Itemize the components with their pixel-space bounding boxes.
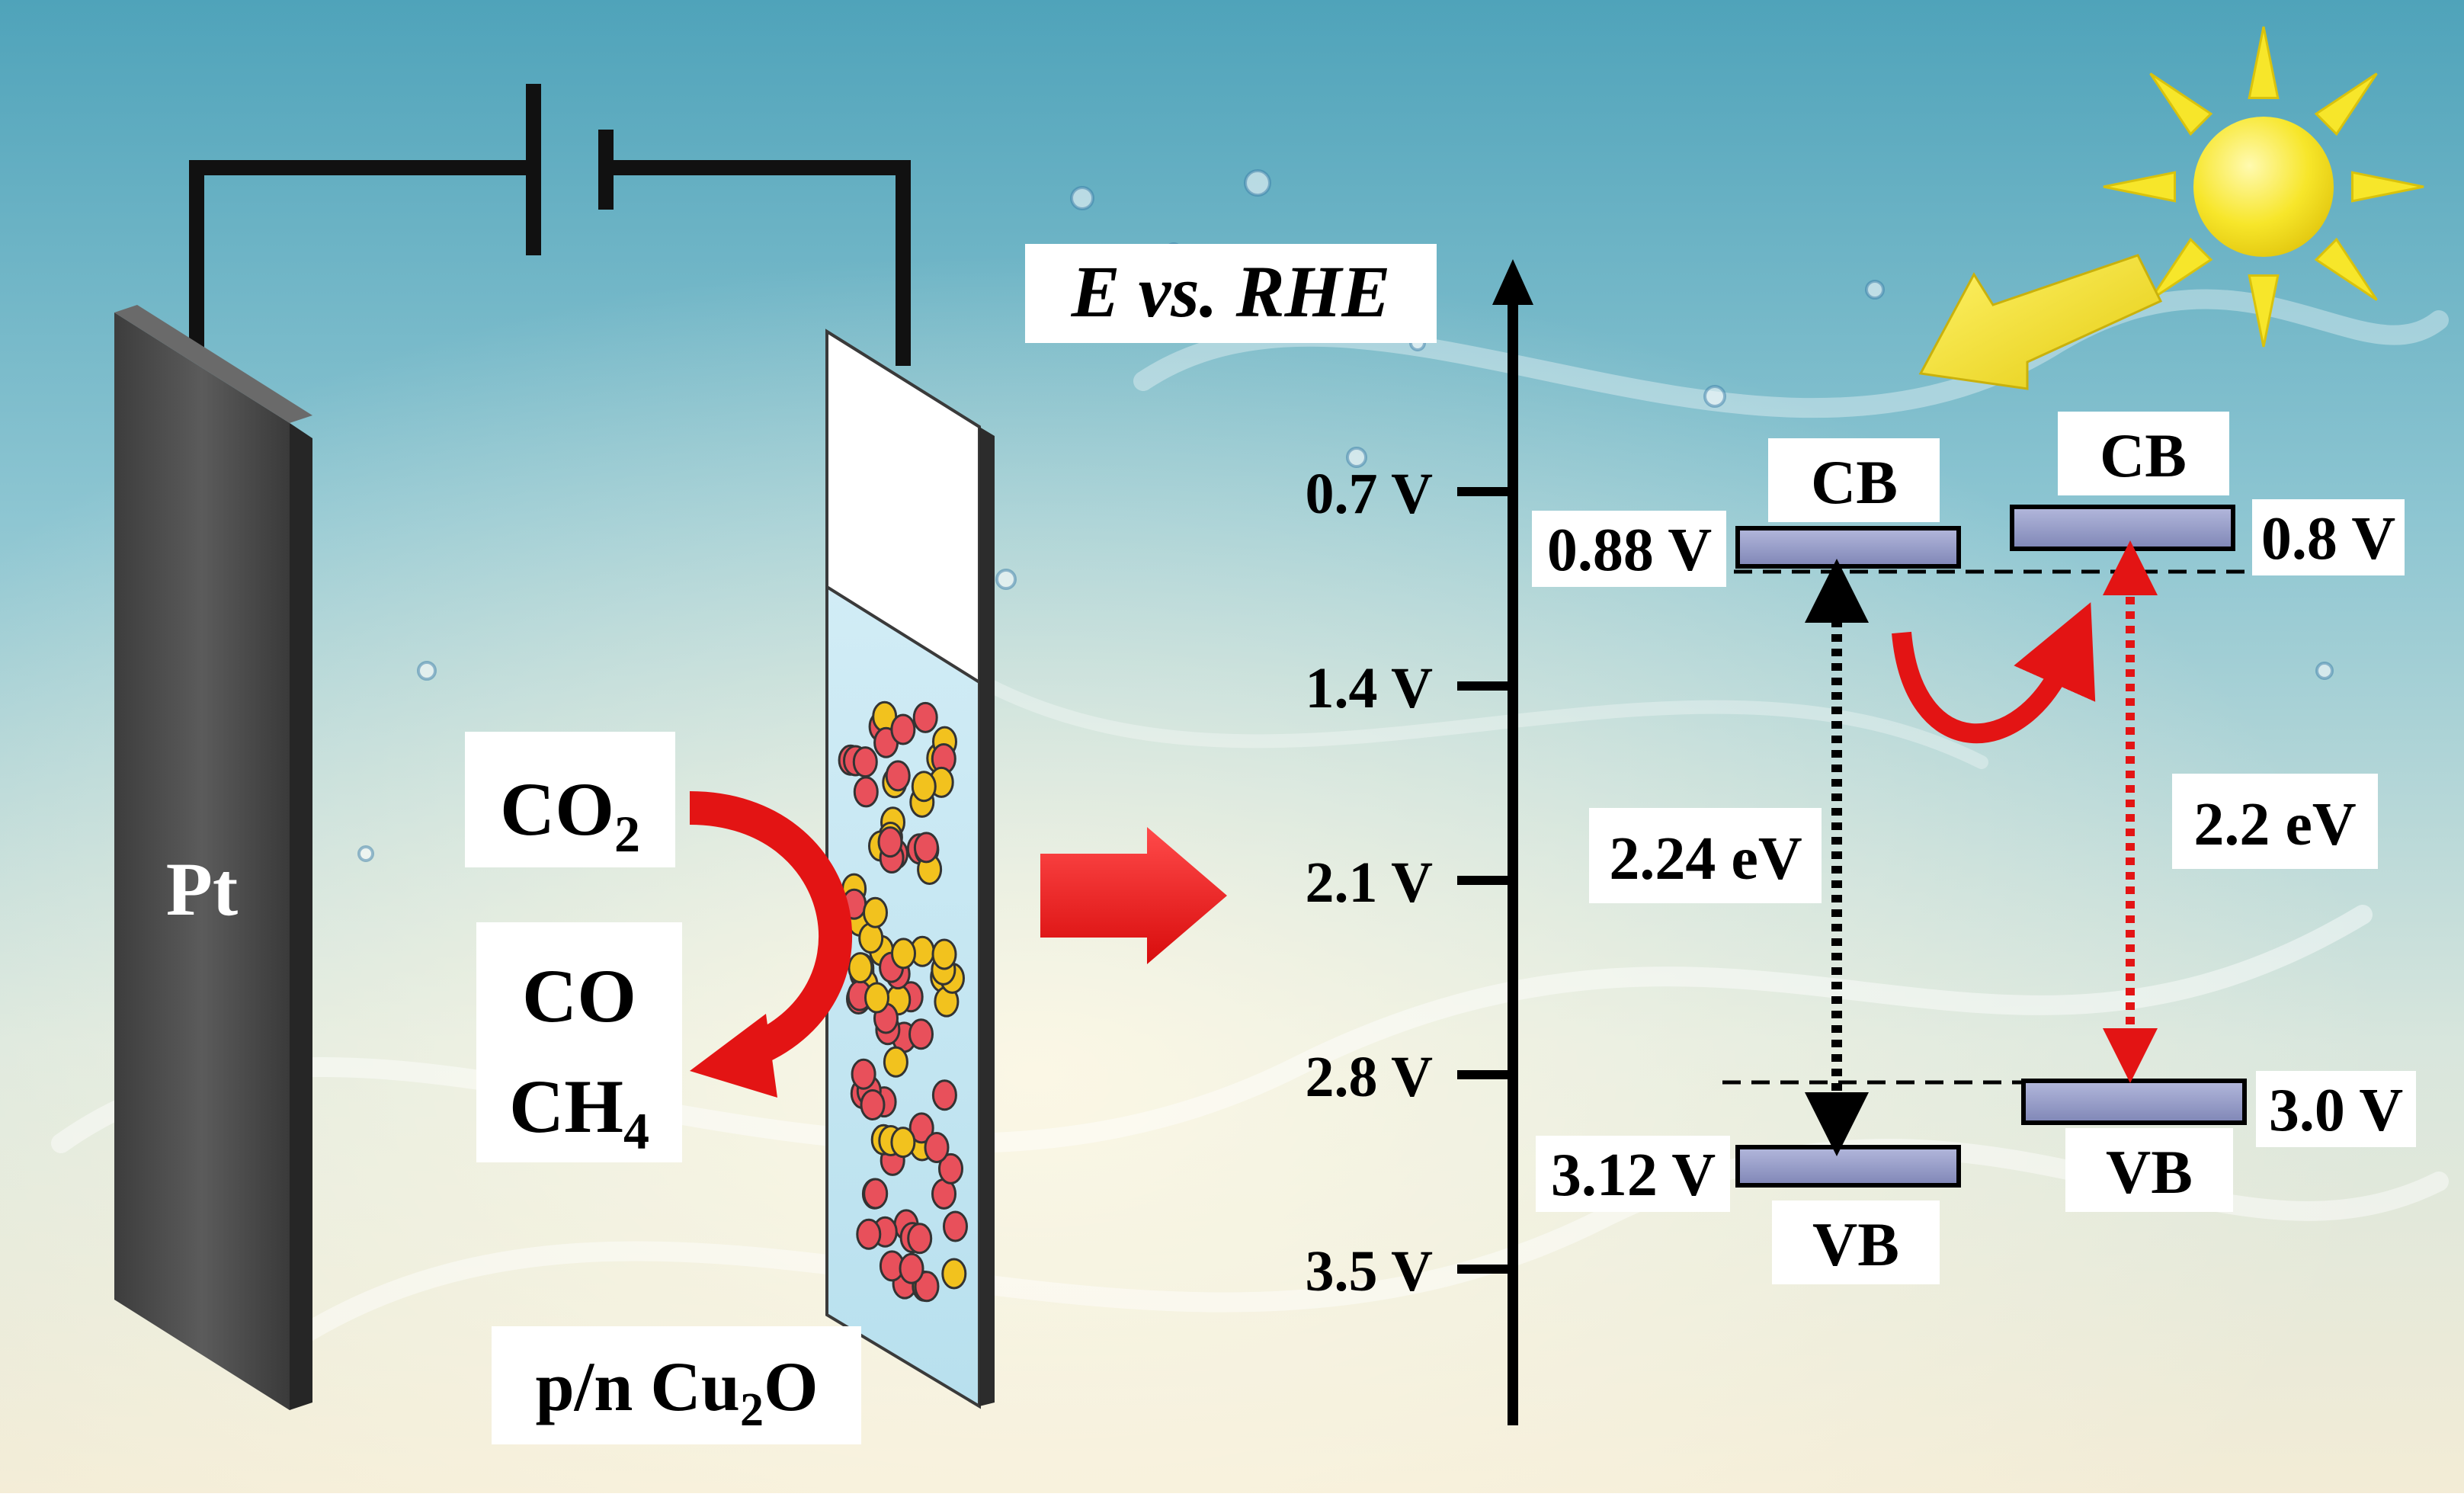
cu2o-particle [863, 1178, 889, 1210]
right-cb-band [2010, 505, 2235, 551]
cu2o-particle [885, 760, 911, 792]
cu2o-particle [943, 1210, 968, 1242]
right-vb-band [2021, 1079, 2247, 1125]
cu2o-particle [914, 1271, 940, 1303]
cu2o-particle [913, 832, 939, 864]
cu2o-particle [863, 896, 888, 928]
cu2o-particle [852, 746, 878, 778]
right-cb-label-box [2058, 412, 2229, 495]
axis-tick-label: 2.1 V [1305, 851, 1433, 915]
right-vb-label-box [2065, 1128, 2233, 1212]
left-gap-box [1589, 808, 1822, 903]
working-electrode-box [492, 1326, 861, 1444]
axis-tick-label: 1.4 V [1305, 656, 1433, 720]
right-vb-label: VB [2106, 1137, 2193, 1207]
axis-ticks: 0.7 V 1.4 V 2.1 V 2.8 V 3.5 V [1305, 462, 1513, 1303]
cu2o-particle [911, 771, 937, 803]
cu2o-particle [908, 1112, 934, 1144]
cu2o-particle [890, 713, 916, 745]
reactant-label: CO2 [500, 767, 640, 863]
axis-tick-label: 0.7 V [1305, 462, 1433, 526]
left-vb-value-box [1536, 1136, 1730, 1212]
cu2o-particle [860, 1089, 886, 1120]
axis-arrowhead [1492, 259, 1533, 305]
cu2o-particle [938, 1152, 963, 1184]
sun-ray [2103, 171, 2176, 203]
light-arrow-icon [1918, 254, 2163, 390]
left-vb-label: VB [1812, 1210, 1899, 1279]
products-box [476, 922, 682, 1162]
electron-transfer-arrow-icon [1892, 602, 2096, 744]
cu2o-particle [877, 826, 903, 858]
sun-ray [2149, 72, 2213, 136]
cu2o-particle [864, 982, 889, 1014]
axis-title: E vs. RHE [1071, 251, 1391, 332]
left-cb-label: CB [1811, 447, 1898, 517]
battery-icon [526, 84, 614, 255]
product-label-ch4: CH4 [509, 1064, 649, 1160]
right-cb-label: CB [2100, 421, 2187, 490]
sun-ray [2314, 237, 2378, 301]
cu2o-particle [848, 952, 873, 984]
cu2o-particle [856, 1218, 882, 1250]
right-vb-value-box [2256, 1071, 2416, 1147]
axis-title-box [1025, 244, 1437, 343]
cu2o-particle [890, 1127, 916, 1159]
left-cb-value-box [1532, 511, 1726, 587]
cu2o-particle [858, 922, 884, 954]
sun-ray [2314, 72, 2378, 136]
working-electrode-label: p/n Cu2O [535, 1348, 818, 1436]
cu2o-particle [908, 1018, 934, 1050]
cu2o-particle [931, 938, 957, 970]
cu2o-particle [883, 1046, 908, 1078]
cu2o-particle [899, 1252, 924, 1284]
cu2o-particle [924, 1132, 950, 1163]
circuit-wire [189, 160, 911, 366]
axis-tick-label: 3.5 V [1305, 1239, 1433, 1303]
cu2o-particle [853, 776, 879, 808]
cu2o-particle [851, 1058, 876, 1090]
left-cb-band [1735, 526, 1961, 569]
cu2o-particle [912, 701, 938, 733]
left-vb-label-box [1772, 1200, 1940, 1284]
right-gap-label: 2.2 eV [2193, 791, 2356, 858]
pt-electrode [114, 305, 312, 1410]
sun-icon [2103, 26, 2424, 348]
sun-ray [2248, 26, 2280, 99]
cu2o-particle [891, 938, 916, 970]
cu2o-particle [941, 1258, 967, 1290]
reduction-arrow-icon [689, 791, 852, 1098]
product-label-co: CO [522, 954, 636, 1038]
left-cb-value: 0.88 V [1547, 517, 1712, 584]
sun-ray [2248, 274, 2280, 348]
reactant-box [465, 732, 675, 867]
cu2o-electrode [825, 329, 995, 1409]
left-vb-band [1735, 1145, 1961, 1188]
right-gap-box [2172, 774, 2378, 869]
pt-label: Pt [166, 847, 238, 931]
right-cb-value: 0.8 V [2261, 505, 2395, 572]
left-vb-value: 3.12 V [1551, 1142, 1716, 1209]
left-cb-label-box [1768, 438, 1940, 522]
flow-arrow-icon [1040, 827, 1227, 964]
sun-ray [2351, 171, 2424, 203]
sun-ray [2149, 237, 2213, 301]
cu2o-particles [838, 700, 968, 1303]
cu2o-particle [931, 1079, 957, 1111]
left-gap-label: 2.24 eV [1609, 825, 1802, 893]
right-vb-value: 3.0 V [2269, 1077, 2403, 1144]
axis-tick-label: 2.8 V [1305, 1045, 1433, 1109]
right-cb-value-box [2252, 499, 2405, 575]
cu2o-particle [907, 1223, 933, 1255]
